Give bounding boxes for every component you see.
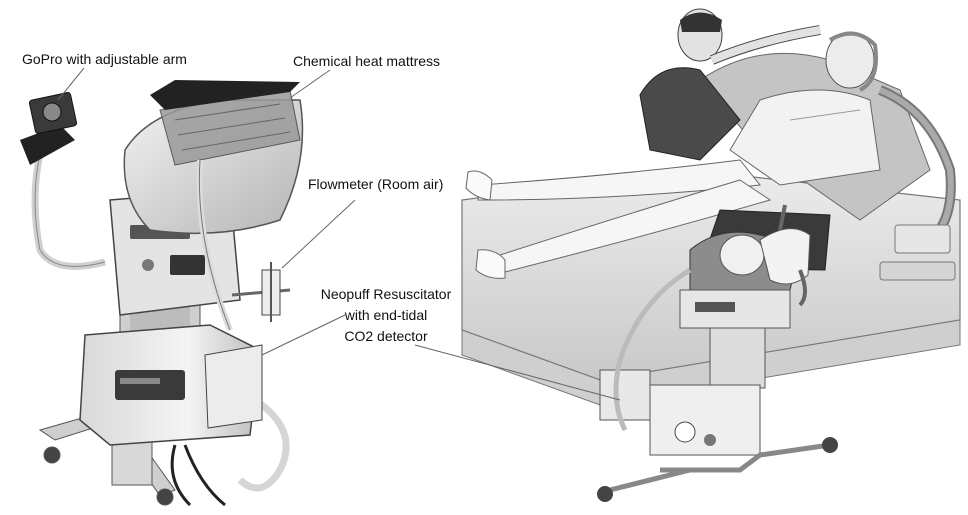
- co2-detector: [205, 345, 262, 428]
- cable: [185, 445, 225, 505]
- flowmeter-leader: [282, 200, 355, 268]
- label-gopro: GoPro with adjustable arm: [22, 51, 187, 68]
- label-neopuff-line1: Neopuff Resuscitator: [306, 286, 466, 303]
- label-neopuff-line2: with end-tidal: [306, 307, 466, 324]
- bedside-resuscitation-illustration: [462, 9, 960, 502]
- label-neopuff-line3: CO2 detector: [306, 328, 466, 345]
- label-neopuff: Neopuff Resuscitator with end-tidal CO2 …: [306, 286, 466, 345]
- resuscitation-trolley-photo: [20, 80, 303, 505]
- label-flowmeter: Flowmeter (Room air): [308, 176, 443, 193]
- label-mattress: Chemical heat mattress: [293, 53, 440, 70]
